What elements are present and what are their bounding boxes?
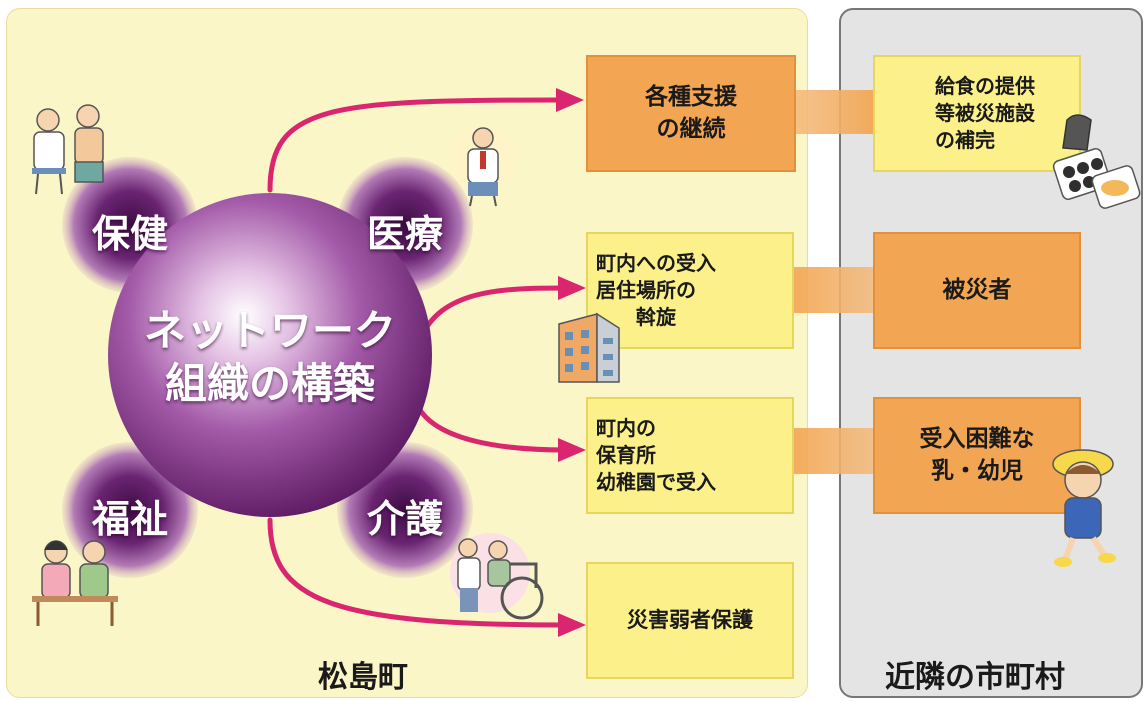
arrow-to-nursery bbox=[417, 407, 568, 453]
network-center-label: ネットワーク 組織の構築 bbox=[143, 306, 396, 408]
apartment-building-icon bbox=[558, 312, 620, 383]
wheelchair-caregiver-icon bbox=[450, 533, 544, 620]
doctor-patient-icon bbox=[32, 104, 104, 195]
arrow-to-housing bbox=[417, 285, 568, 343]
network-center-bubble bbox=[108, 193, 432, 517]
box-housing-placement: 町内への受入 居住場所の 斡旋 bbox=[586, 232, 794, 349]
elderly-people-icon bbox=[32, 540, 118, 626]
bubble-welfare-label: 福祉 bbox=[91, 497, 168, 541]
arrow-to-support bbox=[267, 97, 563, 193]
bubble-medical-label: 医療 bbox=[366, 212, 443, 256]
region-label-matsushima: 松島町 bbox=[318, 660, 408, 695]
box-support-continuation: 各種支援 の継続 bbox=[586, 55, 796, 172]
box-infants-difficult: 受入困難な 乳・幼児 bbox=[873, 397, 1081, 514]
bento-meal-icon bbox=[1052, 114, 1141, 209]
box-vulnerable-protection: 災害弱者保護 bbox=[586, 562, 794, 679]
bubble-health-label: 保健 bbox=[91, 212, 168, 256]
box-meal-supply: 給食の提供 等被災施設 の補完 bbox=[873, 55, 1081, 172]
doctor-icon bbox=[450, 125, 516, 207]
arrow-to-vulnerable bbox=[267, 517, 568, 628]
kindergarten-child-icon bbox=[1052, 449, 1116, 567]
box-nursery-acceptance: 町内の 保育所 幼稚園で受入 bbox=[586, 397, 794, 514]
bubble-care-label: 介護 bbox=[366, 497, 443, 541]
region-label-neighbors: 近隣の市町村 bbox=[885, 660, 1065, 695]
box-disaster-victims: 被災者 bbox=[873, 232, 1081, 349]
